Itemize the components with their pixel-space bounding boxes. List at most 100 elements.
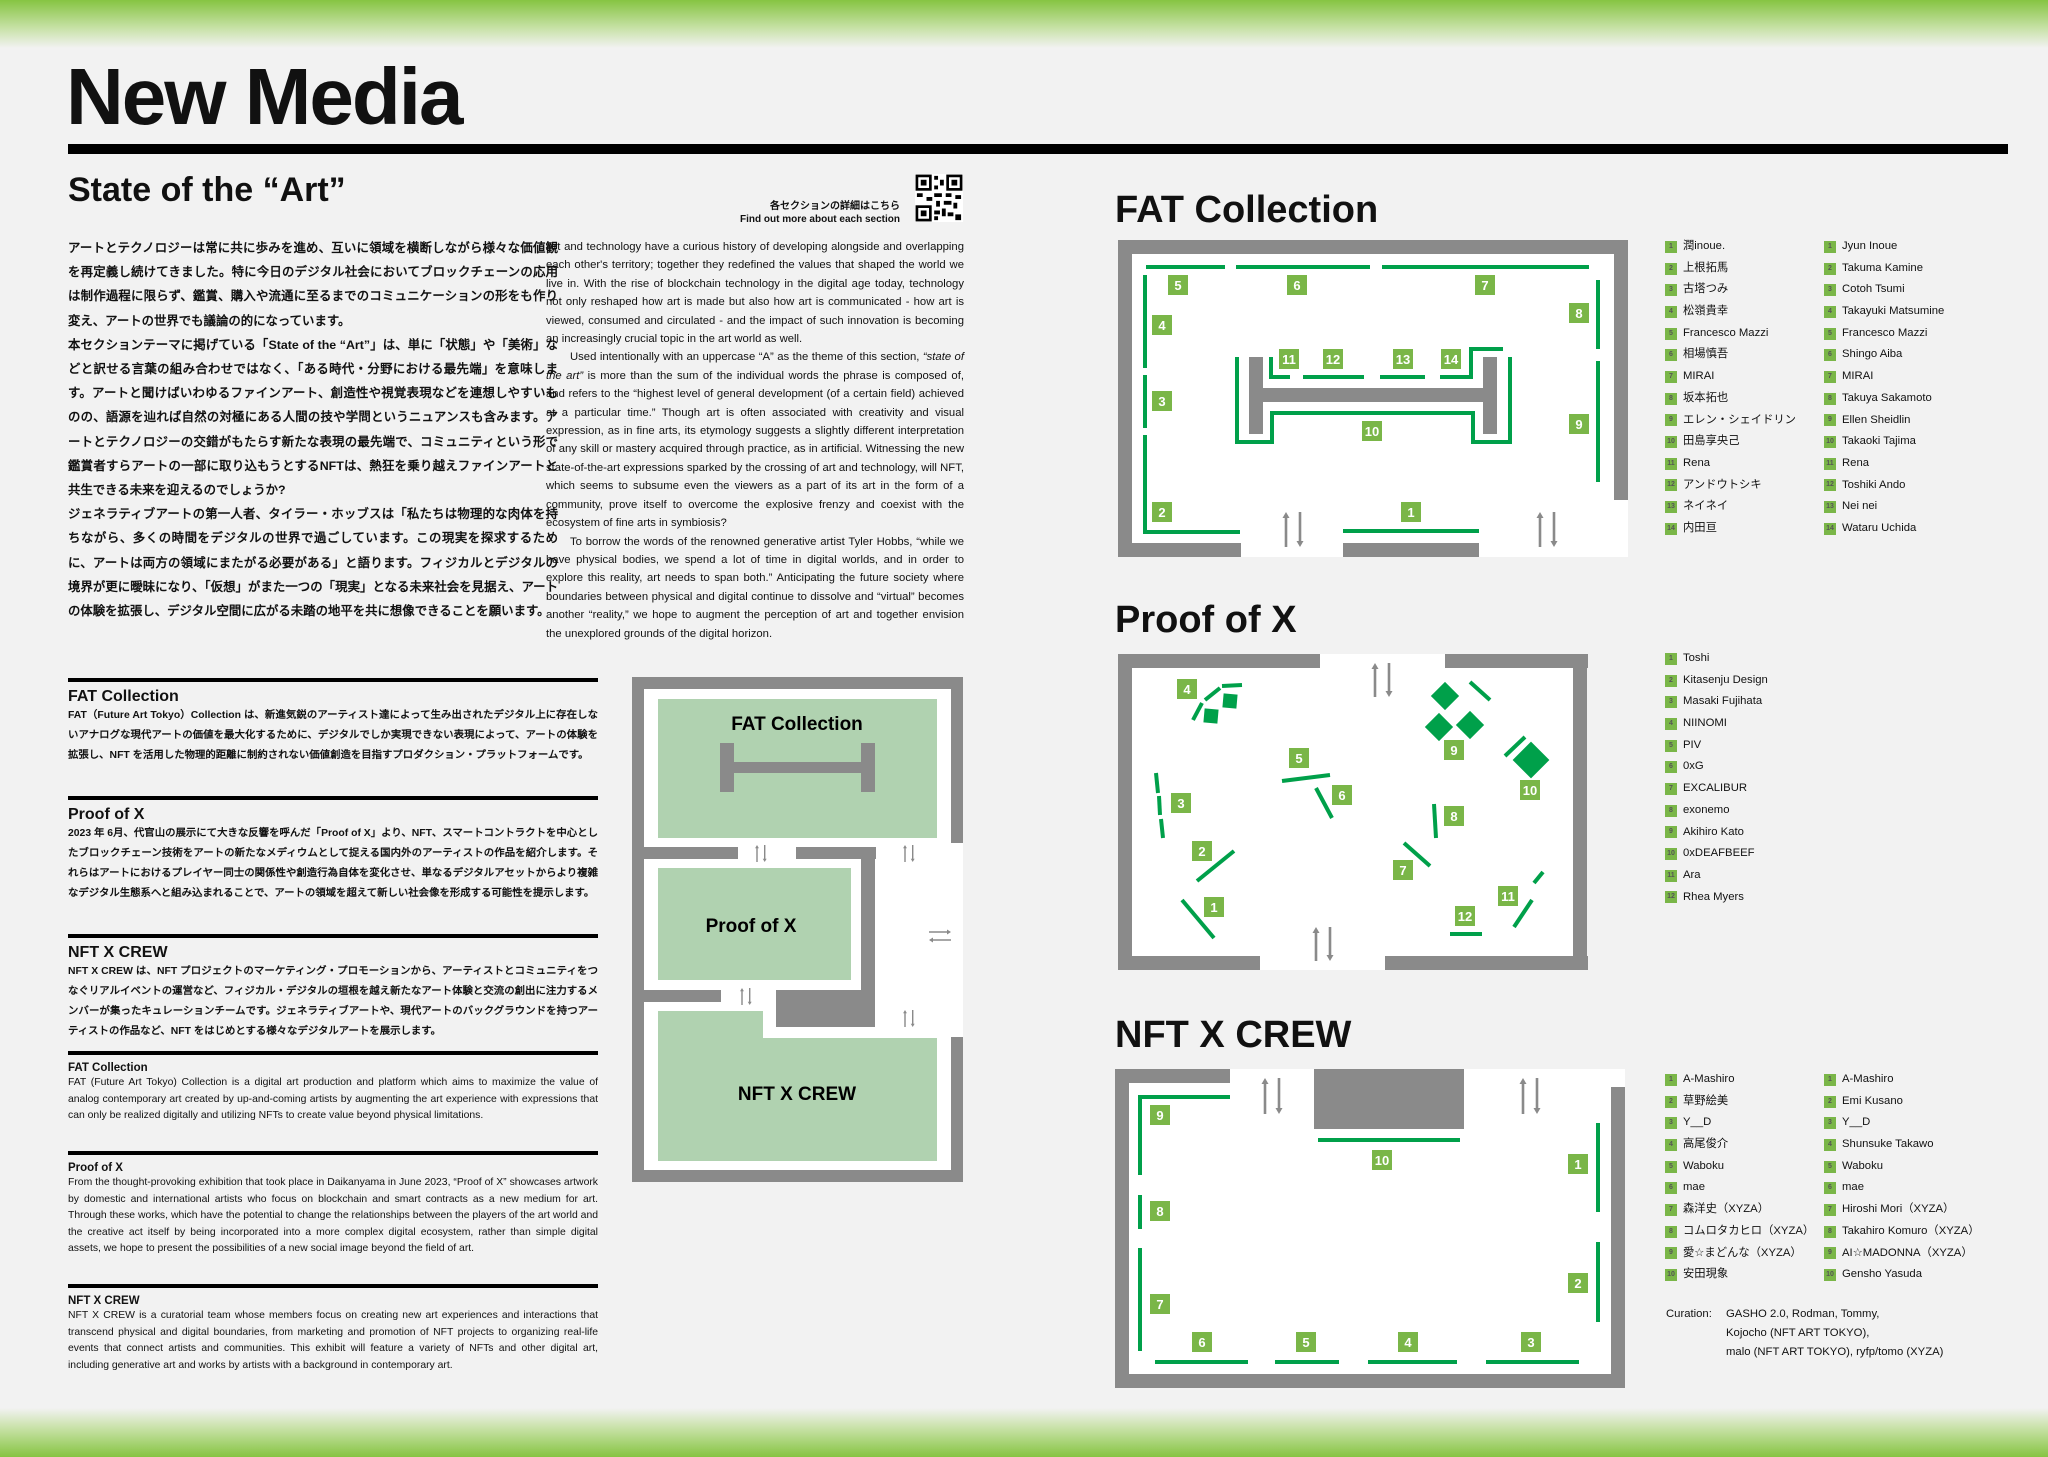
artist-number-badge: 10 bbox=[1824, 1269, 1836, 1282]
area-nft-x-crew[interactable] bbox=[658, 1011, 937, 1161]
badge-box bbox=[1152, 502, 1172, 522]
artwork-number-badge[interactable]: 9 bbox=[1569, 414, 1589, 434]
artwork-number-badge[interactable]: 1 bbox=[1568, 1154, 1588, 1174]
artwork-number-badge[interactable]: 5 bbox=[1168, 275, 1188, 295]
arrow-head bbox=[947, 929, 951, 935]
badge-number: 11 bbox=[1282, 352, 1296, 367]
arrow-head bbox=[1371, 663, 1379, 669]
artwork-number-badge[interactable]: 10 bbox=[1362, 421, 1382, 441]
badge-number: 1 bbox=[1574, 1157, 1581, 1172]
artwork-number-badge[interactable]: 8 bbox=[1150, 1201, 1170, 1221]
wall bbox=[1263, 388, 1483, 402]
section-text: From the thought-provoking exhibition th… bbox=[68, 1177, 598, 1254]
intro-en-paragraph: Used intentionally with an uppercase “A”… bbox=[546, 348, 964, 532]
artwork-number-badge[interactable]: 7 bbox=[1393, 860, 1413, 880]
artist-name: Takayuki Matsumine bbox=[1842, 305, 1945, 318]
artist-name: Rena bbox=[1842, 456, 1870, 469]
artwork-number-badge[interactable]: 3 bbox=[1152, 391, 1172, 411]
badge-box bbox=[1192, 1332, 1212, 1352]
nft-map-title: NFT X CREW bbox=[1115, 1014, 1352, 1056]
arrow-head bbox=[762, 858, 767, 862]
artwork-number-badge[interactable]: 4 bbox=[1177, 679, 1197, 699]
curation-label: Curation: bbox=[1666, 1308, 1712, 1320]
artist-name: Takahiro Komuro（XYZA） bbox=[1842, 1224, 1980, 1237]
title-rule bbox=[68, 144, 2008, 154]
artwork-number-badge[interactable]: 6 bbox=[1332, 785, 1352, 805]
artwork-number-badge[interactable]: 1 bbox=[1204, 897, 1224, 917]
qr-code-icon[interactable] bbox=[915, 174, 963, 222]
badge-box bbox=[1372, 1150, 1392, 1170]
badge-box bbox=[1475, 275, 1495, 295]
up-down-arrows-icon bbox=[1536, 512, 1558, 547]
curation-line: Kojocho (NFT ART TOKYO), bbox=[1726, 1327, 1870, 1339]
curation-credits: Curation: GASHO 2.0, Rodman, Tommy, Kojo… bbox=[1666, 1305, 1943, 1362]
artist-name: Ellen Sheidlin bbox=[1842, 413, 1911, 426]
artwork-number-badge[interactable]: 8 bbox=[1569, 303, 1589, 323]
badge-number: 2 bbox=[1198, 844, 1205, 859]
artwork-number-badge[interactable]: 4 bbox=[1152, 315, 1172, 335]
artwork-number-badge[interactable]: 6 bbox=[1287, 275, 1307, 295]
artwork-number-badge[interactable]: 8 bbox=[1444, 806, 1464, 826]
artwork-number-badge[interactable]: 4 bbox=[1398, 1332, 1418, 1352]
artist-name: Toshi bbox=[1683, 652, 1710, 664]
artist-name: Y__D bbox=[1683, 1116, 1712, 1129]
artist-name: 高尾俊介 bbox=[1683, 1138, 1729, 1151]
badge-box bbox=[1150, 1105, 1170, 1125]
artist-number-badge: 7 bbox=[1824, 370, 1836, 383]
artwork-number-badge[interactable]: 6 bbox=[1192, 1332, 1212, 1352]
artwork-number-badge[interactable]: 11 bbox=[1279, 349, 1299, 369]
area-proof-of-x[interactable] bbox=[658, 868, 851, 980]
artwork-number-badge[interactable]: 12 bbox=[1323, 349, 1343, 369]
artwork-number-badge[interactable]: 9 bbox=[1150, 1105, 1170, 1125]
artwork-number-badge[interactable]: 5 bbox=[1296, 1332, 1316, 1352]
artwork-number-badge[interactable]: 7 bbox=[1150, 1294, 1170, 1314]
badge-number: 11 bbox=[1501, 889, 1515, 904]
badge-box bbox=[1393, 349, 1413, 369]
artwork-number-badge[interactable]: 2 bbox=[1192, 841, 1212, 861]
wall bbox=[1115, 1069, 1129, 1388]
artist-number-badge: 10 bbox=[1665, 1269, 1677, 1282]
artwork-number-badge[interactable]: 1 bbox=[1401, 502, 1421, 522]
artist-number-badge: 4 bbox=[1665, 717, 1677, 730]
artist-number-badge: 2 bbox=[1824, 262, 1836, 275]
artwork-wall bbox=[1138, 1095, 1230, 1175]
badge-box bbox=[1332, 785, 1352, 805]
artwork-number-badge[interactable]: 14 bbox=[1441, 349, 1461, 369]
artwork-number-badge[interactable]: 9 bbox=[1444, 740, 1464, 760]
artwork-number-badge[interactable]: 13 bbox=[1393, 349, 1413, 369]
artwork-wall bbox=[1221, 683, 1243, 688]
artist-number-badge: 4 bbox=[1665, 305, 1677, 318]
artist-number-badge: 6 bbox=[1665, 761, 1677, 774]
artist-name: Waboku bbox=[1683, 1159, 1725, 1172]
artwork-number-badge[interactable]: 12 bbox=[1455, 906, 1475, 926]
artwork-number-badge[interactable]: 10 bbox=[1520, 780, 1540, 800]
artist-name: Shunsuke Takawo bbox=[1842, 1138, 1934, 1151]
badge-box bbox=[1192, 841, 1212, 861]
badge-box bbox=[1177, 679, 1197, 699]
artist-number-badge: 13 bbox=[1665, 501, 1677, 514]
artwork-number-badge[interactable]: 5 bbox=[1289, 748, 1309, 768]
artist-number-badge: 3 bbox=[1824, 284, 1836, 297]
badge-box bbox=[1289, 748, 1309, 768]
artwork-number-badge[interactable]: 3 bbox=[1171, 793, 1191, 813]
artwork-number-badge[interactable]: 10 bbox=[1372, 1150, 1392, 1170]
artist-number-badge: 2 bbox=[1824, 1095, 1836, 1108]
section-desc-nft-en: NFT X CREW NFT X CREW is a curatorial te… bbox=[68, 1284, 598, 1374]
artwork-number-badge[interactable]: 2 bbox=[1568, 1273, 1588, 1293]
up-down-arrows-icon bbox=[740, 988, 752, 1005]
wall bbox=[1118, 654, 1320, 668]
artwork-number-badge[interactable]: 7 bbox=[1475, 275, 1495, 295]
badge-box bbox=[1168, 275, 1188, 295]
artwork-number-badge[interactable]: 2 bbox=[1152, 502, 1172, 522]
up-down-arrows-icon bbox=[903, 845, 915, 862]
badge-number: 6 bbox=[1198, 1335, 1205, 1350]
artist-name: 田島享央己 bbox=[1683, 435, 1740, 448]
artwork-number-badge[interactable]: 3 bbox=[1521, 1332, 1541, 1352]
artwork-number-badge[interactable]: 11 bbox=[1498, 886, 1518, 906]
